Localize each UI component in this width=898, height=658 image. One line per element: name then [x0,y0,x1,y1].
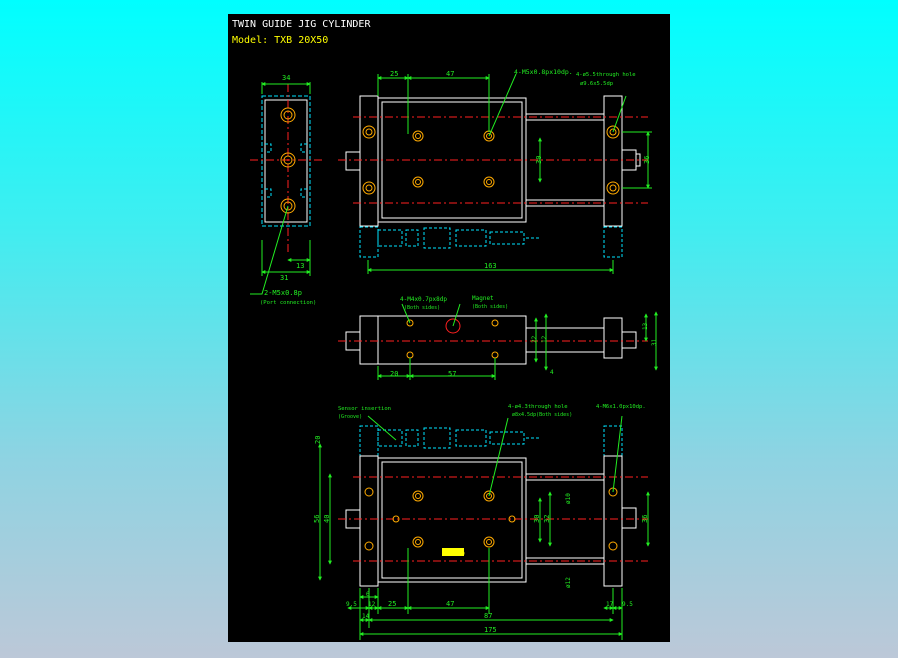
top-dim-36: 36 [643,156,651,164]
bottom-dim-25: 25 [388,600,396,608]
bottom-dim-20: 20 [314,436,322,444]
drawing-model: Model: TXB 20X50 [232,35,328,46]
side-dim-13: 13 [296,262,304,270]
front-dim-31: 31 [651,338,658,346]
bottom-note-hole: 4-ø4.3through hole [508,404,568,410]
top-note-tap: 4-M5x0.8px10dp. [514,68,573,76]
front-dim-32: 12 [541,335,548,343]
side-port-mid [280,152,296,168]
front-note-magnet: Magnet [472,295,494,302]
side-view [250,82,324,295]
side-dim-31: 31 [280,274,288,282]
top-dim-163: 163 [484,262,497,270]
bottom-dim-87: 87 [484,612,492,620]
bottom-dim-d12: ø12 [565,577,572,588]
bottom-dim-d10: ø10 [565,493,572,504]
front-note-magnet-sub: (Both sides) [472,304,508,310]
bottom-dim-30: 30 [533,515,541,523]
front-dim-4: 4 [550,369,554,376]
bottom-plate-label: TXB 20X50 [443,551,465,556]
bottom-dim-17: 17 [606,601,614,608]
cad-drawing: TWIN GUIDE JIG CYLINDER Model: TXB 20X50… [232,19,658,640]
top-note-cbore: 4-ø5.5through hole [576,72,636,78]
bottom-note-hole2: ø8x4.5dp(Both sides) [512,412,572,418]
top-note-cbore2: ø9.6x5.5dp [580,81,613,87]
bottom-dim-6: 6 [366,591,370,598]
side-dim-width: 34 [282,74,290,82]
bottom-dim-56: 56 [313,515,321,523]
drawing-title: TWIN GUIDE JIG CYLINDER [232,19,371,30]
front-dim-13: 13 [642,322,649,330]
bottom-dim-36: 36 [641,515,649,523]
top-view [338,73,652,274]
bottom-note-sensor: Sensor insertion [338,406,391,412]
model-plate [442,548,464,556]
side-port-top [280,107,296,123]
drawing-sheet: TWIN GUIDE JIG CYLINDER Model: TXB 20X50… [228,14,670,642]
front-note-tap-sub: (Both sides) [404,305,440,311]
bottom-dim-12: 12 [368,601,376,608]
bottom-view [318,415,650,640]
front-dim-20: 20 [390,370,398,378]
top-dim-25: 25 [390,70,398,78]
front-note-tap: 4-M4x0.7px8dp [400,296,447,303]
bottom-note-sensor-sub: (Groove) [338,414,362,420]
bottom-dim-9-5: 9.5 [346,601,357,608]
side-port-label: 2-M5x0.8p [264,289,302,297]
top-dim-30: 30 [535,156,543,164]
front-dim-57: 57 [448,370,456,378]
side-port-note: (Port connection) [260,300,316,306]
bottom-note-tap: 4-M6x1.0px10dp. [596,404,646,410]
front-dim-22: 22 [531,335,538,343]
bottom-dim-9-5b: 9.5 [622,601,633,608]
front-view [338,303,658,380]
bottom-dim-47: 47 [446,600,454,608]
side-port-bot [280,198,296,214]
bottom-dim-32: 32 [543,515,551,523]
bottom-dim-40: 40 [323,515,331,523]
bottom-dim-14: 14 [362,613,370,620]
bottom-dim-175: 175 [484,626,497,634]
top-dim-47: 47 [446,70,454,78]
